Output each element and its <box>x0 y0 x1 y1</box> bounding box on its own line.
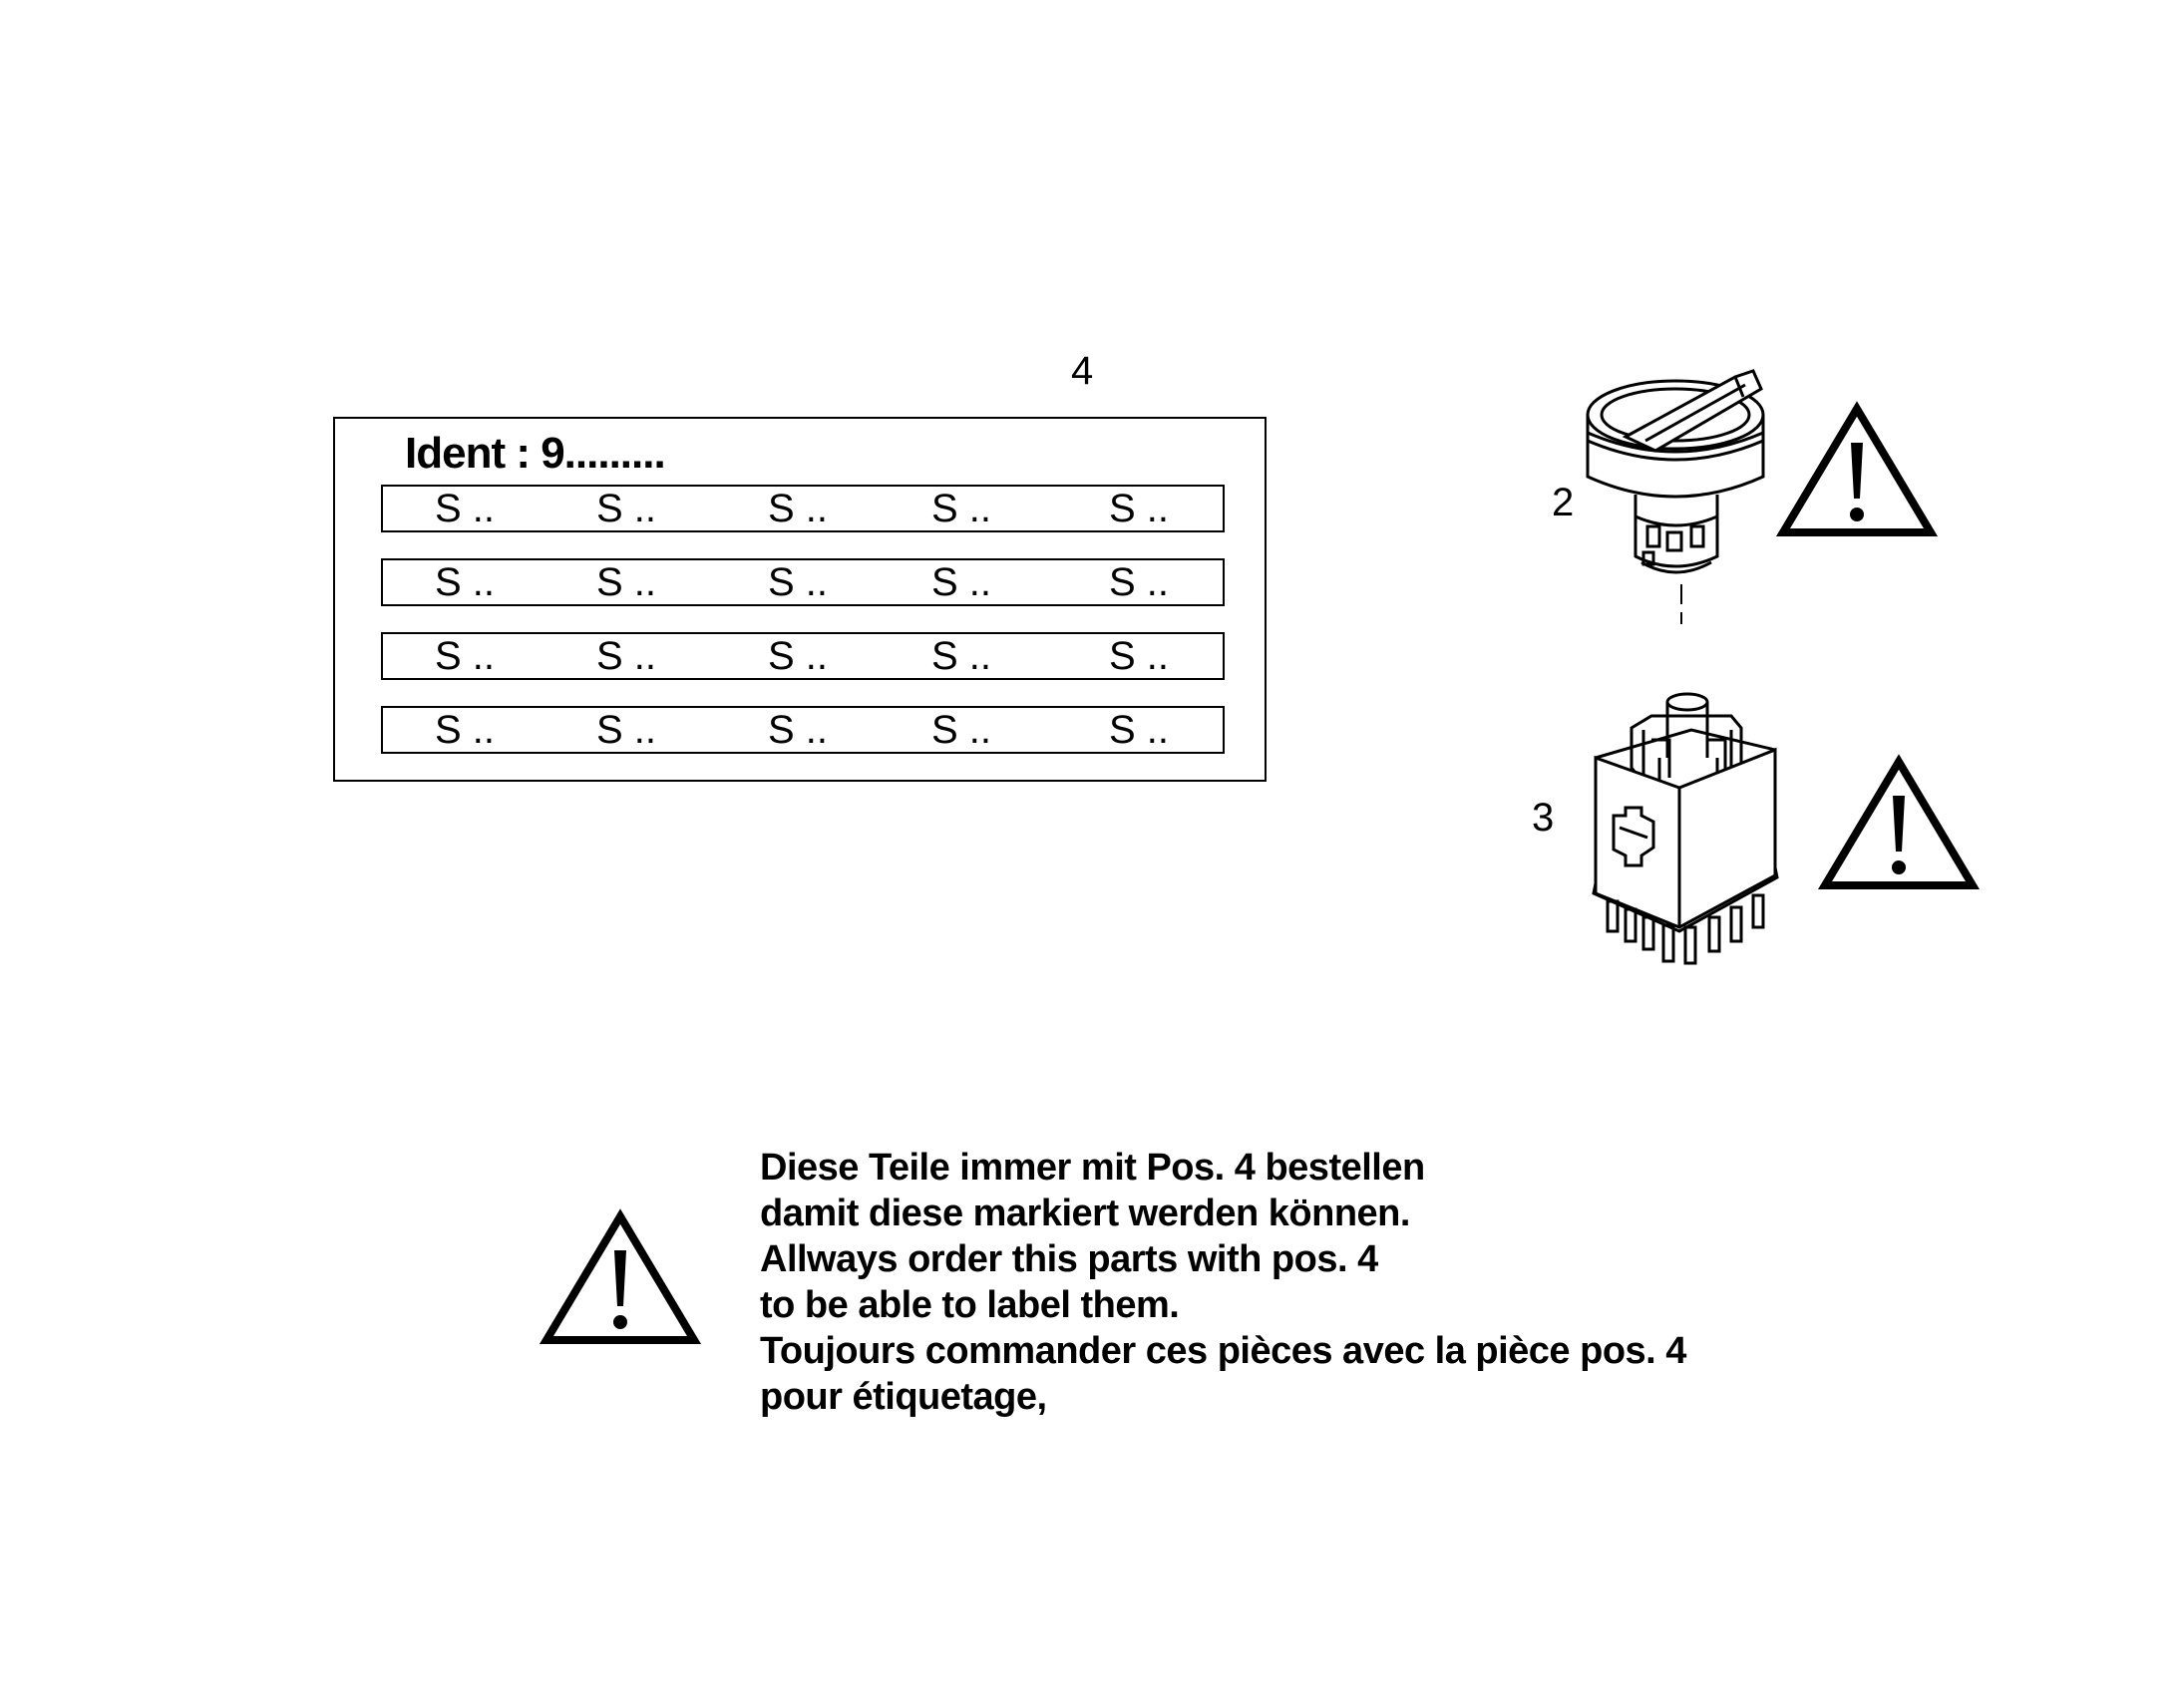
label-cell: S .. <box>768 708 829 752</box>
label-cell: S .. <box>768 634 829 678</box>
label-row: S .. S .. S .. S .. S .. <box>381 632 1225 680</box>
label-cell: S .. <box>931 487 992 530</box>
note-line: damit diese markiert werden können. <box>760 1193 1410 1234</box>
label-cell: S .. <box>1109 560 1170 604</box>
label-row: S .. S .. S .. S .. S .. <box>381 706 1225 754</box>
label-cell: S .. <box>768 487 829 530</box>
contact-block-icon <box>1592 692 1779 965</box>
note-line: Allways order this parts with pos. 4 <box>760 1238 1378 1280</box>
label-cell: S .. <box>435 560 496 604</box>
label-sheet: Ident : 9......... S .. S .. S .. S .. S… <box>333 417 1267 782</box>
position-label-3: 3 <box>1532 796 1555 840</box>
note-line: to be able to label them. <box>760 1284 1180 1326</box>
note-line: Toujours commander ces pièces avec la pi… <box>760 1330 1686 1372</box>
label-cell: S .. <box>1109 708 1170 752</box>
ordering-note: Diese Teile immer mit Pos. 4 bestellen d… <box>760 1145 1686 1420</box>
ident-label: Ident : 9......... <box>405 429 666 478</box>
label-cell: S .. <box>435 634 496 678</box>
label-cell: S .. <box>435 708 496 752</box>
selector-switch-icon <box>1586 369 1765 624</box>
note-line: pour étiquetage, <box>760 1376 1047 1418</box>
label-cell: S .. <box>768 560 829 604</box>
label-cell: S .. <box>596 487 657 530</box>
position-label-2: 2 <box>1552 481 1575 524</box>
label-cell: S .. <box>596 560 657 604</box>
label-row: S .. S .. S .. S .. S .. <box>381 558 1225 606</box>
label-row: S .. S .. S .. S .. S .. <box>381 485 1225 532</box>
label-cell: S .. <box>931 560 992 604</box>
warning-triangle-icon <box>1817 754 1981 889</box>
warning-triangle-icon <box>539 1208 702 1344</box>
label-cell: S .. <box>596 708 657 752</box>
label-cell: S .. <box>1109 634 1170 678</box>
label-cell: S .. <box>931 634 992 678</box>
label-cell: S .. <box>931 708 992 752</box>
label-cell: S .. <box>596 634 657 678</box>
label-cell: S .. <box>1109 487 1170 530</box>
warning-triangle-icon <box>1775 401 1939 536</box>
label-cell: S .. <box>435 487 496 530</box>
note-line: Diese Teile immer mit Pos. 4 bestellen <box>760 1147 1425 1189</box>
position-label-4: 4 <box>1071 349 1094 393</box>
